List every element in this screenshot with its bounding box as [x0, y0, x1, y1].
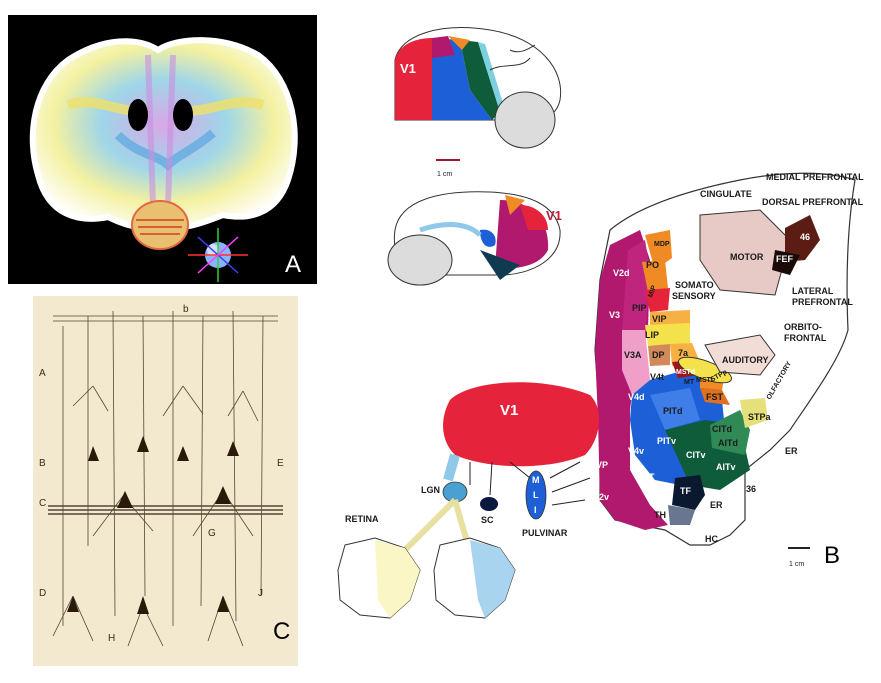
label-frontal: FRONTAL [784, 333, 827, 343]
label-orbito: ORBITO- [784, 322, 822, 332]
scale-bar-top: 1 cm [436, 159, 460, 178]
lgn-node [442, 481, 468, 503]
cajal-letter-c: C [39, 498, 46, 509]
label-vip: VIP [652, 314, 667, 324]
label-lgn: LGN [421, 485, 440, 495]
label-v2d: V2d [613, 268, 630, 278]
label-sensory: SENSORY [672, 291, 716, 301]
label-citv: CITv [686, 450, 706, 460]
label-mdp: MDP [654, 241, 670, 248]
area-motor [699, 209, 791, 296]
label-mt: MT [684, 379, 695, 386]
orientation-color-sphere-icon [188, 228, 248, 282]
cajal-letter-h: H [108, 633, 115, 644]
label-i: I [534, 505, 537, 515]
svg-text:1 cm: 1 cm [789, 561, 804, 568]
label-motor: MOTOR [730, 252, 764, 262]
label-7a: 7a [678, 348, 689, 358]
label-v4t: V4t [650, 372, 664, 382]
panel-a-dti-image: A [8, 15, 317, 284]
label-v2v: V2v [593, 492, 609, 502]
label-sc: SC [481, 515, 494, 525]
cortex-flatmap [337, 172, 856, 619]
cajal-letter-a: A [39, 368, 46, 379]
label-v4d: V4d [628, 392, 645, 402]
label-somato: SOMATO [675, 280, 714, 290]
label-th: TH [654, 510, 666, 520]
label-medial-prefrontal: MEDIAL PREFRONTAL [766, 172, 864, 182]
label-prefrontal: PREFRONTAL [792, 297, 853, 307]
label-er-1: ER [785, 446, 798, 456]
label-pip: PIP [632, 303, 647, 313]
label-dorsal-prefrontal: DORSAL PREFRONTAL [762, 197, 864, 207]
cajal-letter-j: J [258, 588, 263, 599]
label-pitd: PITd [663, 406, 683, 416]
label-er-2: ER [710, 500, 723, 510]
sc-node [480, 497, 498, 511]
label-36: 36 [746, 484, 756, 494]
label-retina: RETINA [345, 514, 379, 524]
label-auditory: AUDITORY [722, 355, 769, 365]
label-v4v: V4v [628, 446, 644, 456]
panel-c-neuron-drawing: A B C D E G H J b C [33, 296, 298, 666]
label-hc: HC [705, 534, 718, 544]
cajal-letter-b-small: b [183, 304, 189, 315]
area-46 [785, 215, 820, 262]
label-mip: MIP [647, 284, 658, 298]
neuron-drawing-svg: A B C D E G H J b [39, 304, 284, 647]
label-vot: VOT [636, 472, 655, 482]
label-stpa: STPa [748, 412, 772, 422]
v1-label-medial: V1 [546, 208, 562, 223]
cajal-letter-e: E [277, 458, 284, 469]
pulvinar-node [525, 470, 547, 520]
cajal-letter-g: G [208, 528, 216, 539]
cajal-letter-d: D [39, 588, 46, 599]
brainstem [131, 200, 189, 250]
brain-outline [29, 37, 298, 231]
label-aitd: AITd [718, 438, 738, 448]
label-citd: CITd [712, 424, 732, 434]
dti-brain-svg [29, 37, 298, 282]
cerebellum-medial [387, 234, 453, 286]
scale-bar-main: 1 cm [788, 547, 810, 568]
label-lateral: LATERAL [792, 286, 834, 296]
label-v3a: V3A [624, 350, 642, 360]
panel-letter-a: A [285, 251, 302, 278]
label-vp: VP [596, 460, 608, 470]
panel-letter-c: C [273, 618, 291, 645]
label-46: 46 [800, 232, 810, 242]
area-v3a [622, 330, 650, 395]
label-tf: TF [680, 486, 691, 496]
label-mstd: MSTd [676, 369, 695, 376]
projection-arrows [469, 461, 591, 506]
label-pulvinar: PULVINAR [522, 528, 568, 538]
cajal-letter-b: B [39, 458, 46, 469]
lateral-brain-view: V1 [394, 27, 562, 149]
label-dp: DP [652, 350, 665, 360]
label-m: M [532, 475, 540, 485]
v1-label-lateral: V1 [400, 61, 416, 76]
label-po: PO [646, 260, 659, 270]
area-v1 [443, 382, 600, 467]
label-lip: LIP [645, 330, 659, 340]
cerebellum-top [494, 91, 556, 149]
label-v3: V3 [609, 310, 620, 320]
label-pitv: PITv [657, 436, 676, 446]
label-fst: FST [706, 392, 724, 402]
medial-brain-view: V1 [387, 191, 562, 286]
panel-b-flatmap: V1 1 cm V1 [337, 27, 864, 619]
label-cingulate: CINGULATE [700, 189, 752, 199]
label-aitv: AITv [716, 462, 736, 472]
panel-letter-b: B [824, 542, 840, 569]
svg-text:1 cm: 1 cm [437, 171, 452, 178]
v1-label-main: V1 [500, 402, 518, 419]
label-fef: FEF [776, 254, 794, 264]
area-tf [672, 475, 705, 510]
label-mstl: MSTl [696, 377, 713, 384]
label-l: L [533, 490, 539, 500]
